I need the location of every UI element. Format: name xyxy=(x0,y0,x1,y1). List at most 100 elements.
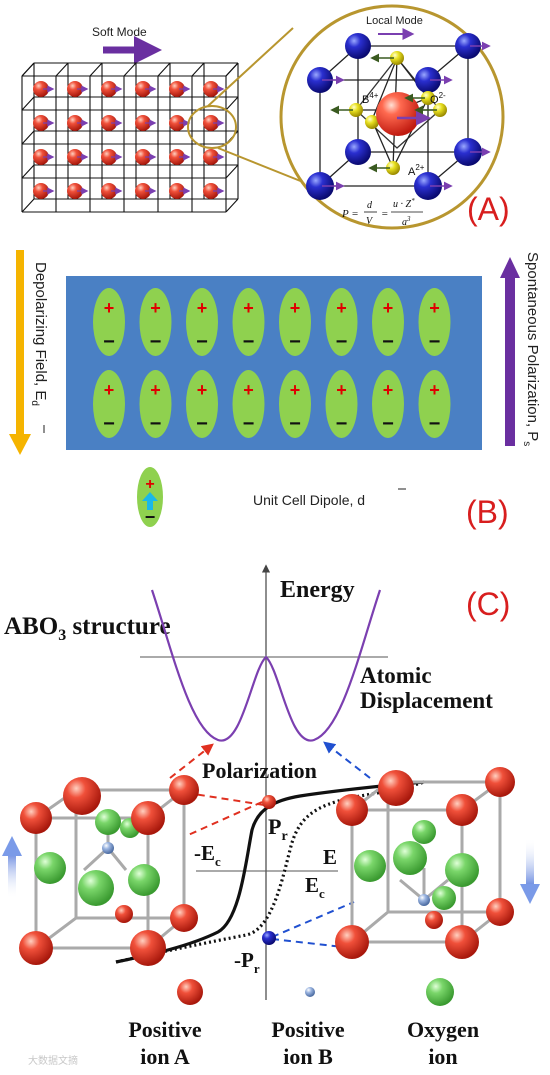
oxygen-atom xyxy=(433,103,447,117)
formula-v: V xyxy=(366,216,374,227)
spontaneous-polarization-label: Spontaneous Polarization, Ps xyxy=(521,252,541,446)
lattice-b-atom xyxy=(33,183,49,199)
b-ion xyxy=(102,842,114,854)
dipole-minus-sign: − xyxy=(243,331,255,353)
domain-dipole xyxy=(372,288,404,356)
legend-oxygen-line2: ion xyxy=(428,1044,457,1069)
a-site-atom xyxy=(306,172,334,200)
oxygen-ion xyxy=(432,886,456,910)
dipole-minus-sign: − xyxy=(336,413,348,435)
domain-dipole xyxy=(139,288,172,356)
zoom-source-circle xyxy=(187,105,237,149)
dipole-minus-sign: − xyxy=(429,331,441,353)
a-ion xyxy=(169,775,199,805)
dipole-plus-sign: + xyxy=(383,380,394,400)
double-well-energy-curve xyxy=(150,589,382,742)
dipole-minus-sign: − xyxy=(429,413,441,435)
blue-dashed-line xyxy=(271,901,355,938)
oxygen-ion xyxy=(412,820,436,844)
dipole-minus-sign: − xyxy=(150,331,162,353)
oxygen-atom xyxy=(365,115,379,129)
panel-c-label: (C) xyxy=(466,586,510,622)
dipole-arrow-shaft xyxy=(147,500,153,510)
domain-dipole xyxy=(232,288,265,356)
lattice-b-atom xyxy=(203,183,219,199)
lattice-b-atom xyxy=(101,183,117,199)
lattice-b-atom xyxy=(33,149,49,165)
domain-dipole xyxy=(325,288,358,356)
unit-cell-dipole-label: Unit Cell Dipole, d xyxy=(253,492,365,508)
lattice-b-atom xyxy=(101,81,117,97)
oxygen-ion xyxy=(445,853,479,887)
displacement-label: Displacement xyxy=(360,688,493,713)
oxygen-ion xyxy=(393,841,427,875)
right-polarization-arrow-shaft xyxy=(526,838,534,886)
ferroelectric-domain xyxy=(66,276,482,450)
ion-legend: Positive ion A Positive ion B Oxygen ion xyxy=(128,978,479,1069)
lattice-b-atom xyxy=(67,183,83,199)
a-ion xyxy=(63,777,101,815)
right-unit-cell xyxy=(335,767,515,959)
left-polarization-arrow-shaft xyxy=(8,853,16,899)
legend-oxygen-swatch xyxy=(426,978,454,1006)
formula-d: d xyxy=(367,200,373,211)
dipole-arrow-head xyxy=(142,492,158,501)
legend-ion-b-swatch xyxy=(305,987,315,997)
dipole-plus-sign: + xyxy=(104,298,115,318)
oxygen-ion xyxy=(128,864,160,896)
right-polarization-arrow-head xyxy=(520,884,540,904)
a-ion xyxy=(20,802,52,834)
a-site-atom xyxy=(454,138,482,166)
lattice-b-atom xyxy=(33,81,49,97)
dipole-plus-sign: + xyxy=(383,298,394,318)
a-site-atom xyxy=(455,33,481,59)
domain-dipole xyxy=(418,288,451,356)
legend-ion-a-line2: ion A xyxy=(140,1044,190,1069)
legend-oxygen-line1: Oxygen xyxy=(407,1017,479,1042)
dipole-minus-sign: − xyxy=(196,413,208,435)
dipole-plus-sign: + xyxy=(290,380,301,400)
dipole-minus-sign: − xyxy=(382,413,394,435)
oxygen-ion xyxy=(78,870,114,906)
a-ion xyxy=(486,898,514,926)
domain-dipole xyxy=(279,370,311,438)
dipole-minus-sign: − xyxy=(336,331,348,353)
dipole-minus-sign: − xyxy=(103,331,115,353)
dipole-plus-sign: + xyxy=(150,380,161,400)
oxygen-atom xyxy=(390,51,404,65)
a-ion xyxy=(445,925,479,959)
legend-ion-b-line2: ion B xyxy=(283,1044,333,1069)
dipole-plus-sign: + xyxy=(197,298,208,318)
a-ion xyxy=(485,767,515,797)
polarization-label: Polarization xyxy=(202,758,317,783)
lattice-b-atom xyxy=(67,115,83,131)
a-ion xyxy=(19,931,53,965)
lattice-b-atom xyxy=(67,81,83,97)
a-ion-label: A2+ xyxy=(408,163,425,178)
left-unit-cell xyxy=(19,775,199,966)
dipole-minus-sign: − xyxy=(243,413,255,435)
oxygen-atom xyxy=(386,161,400,175)
lattice-b-atom xyxy=(33,115,49,131)
oxygen-ion xyxy=(354,850,386,882)
red-dashed-arrow xyxy=(169,743,214,779)
abo3-structure-label: ABO3 structure xyxy=(4,613,171,644)
a-ion xyxy=(425,911,443,929)
dipole-plus-sign: + xyxy=(243,380,254,400)
domain-dipole xyxy=(186,370,218,438)
local-mode-label: Local Mode xyxy=(366,15,423,27)
depolarizing-arrow-head xyxy=(9,434,31,455)
formula-eq: = xyxy=(381,208,388,220)
dipole-plus-sign: + xyxy=(104,380,115,400)
lattice-b-atom xyxy=(135,81,151,97)
domain-dipole xyxy=(186,288,218,356)
dipole-minus-sign: − xyxy=(289,331,301,353)
lattice-b-atom xyxy=(135,115,151,131)
energy-label: Energy xyxy=(280,577,355,603)
legend-ion-b-line1: Positive xyxy=(271,1017,345,1042)
dipole-plus-sign: + xyxy=(336,298,347,318)
panel-b-label: (B) xyxy=(466,494,509,530)
pr-label: Pr xyxy=(268,814,288,844)
a-site-atom xyxy=(414,172,442,200)
watermark: 大数据文摘 xyxy=(28,1054,78,1067)
